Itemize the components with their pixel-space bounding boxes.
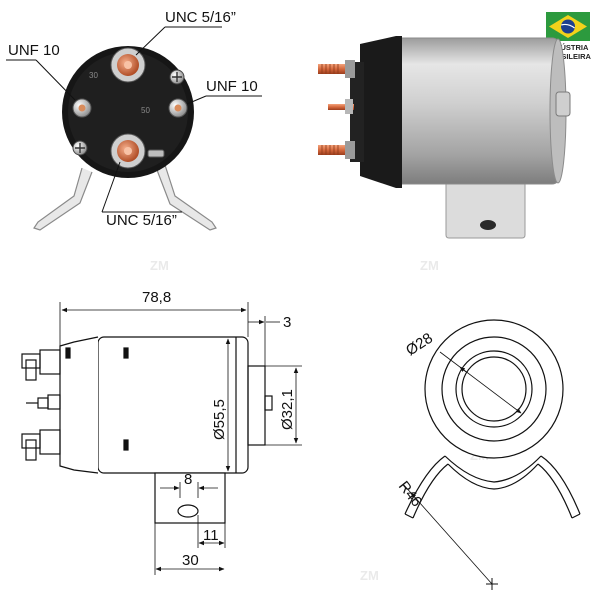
brazil-badge: INDÚSTRIA BRASILEIRA bbox=[545, 12, 591, 61]
leader-line bbox=[135, 26, 166, 56]
dim-boss-diameter: Ø32,1 bbox=[279, 389, 296, 430]
solenoid-side-view bbox=[318, 36, 571, 239]
watermark-text: ZM bbox=[360, 568, 379, 583]
leader-line bbox=[186, 95, 207, 105]
end-bore bbox=[455, 350, 533, 428]
dim-line-bore bbox=[439, 351, 522, 414]
terminal-end-view: 30 50 UNC 5/16” UNF 10 UNF 10 UNC 5/16” bbox=[6, 9, 262, 231]
dim-bore-diameter: Ø28 bbox=[403, 330, 436, 360]
dim-rear-step: 3 bbox=[283, 314, 291, 331]
label-unc-top: UNC 5/16” bbox=[165, 9, 236, 26]
bracket-outline-right bbox=[540, 455, 581, 515]
rear-boss bbox=[555, 91, 571, 117]
dim-bracket-offset: 11 bbox=[203, 527, 219, 544]
dim-bracket-radius: R46 bbox=[395, 478, 425, 510]
dim-body-diameter: Ø55,5 bbox=[211, 399, 228, 440]
small-copper-stud bbox=[328, 104, 354, 110]
bracket-leg-left bbox=[33, 167, 93, 231]
drawing-upper-stud bbox=[39, 349, 61, 375]
leader-line bbox=[35, 59, 76, 101]
side-dimension-labels: 78,8 3 Ø55,5 Ø32,1 8 11 30 bbox=[142, 289, 296, 569]
drawing-bracket bbox=[154, 472, 226, 524]
dim-bracket-width: 30 bbox=[182, 552, 199, 569]
label-unf-right: UNF 10 bbox=[206, 78, 258, 95]
dim-bracket-slot: 8 bbox=[184, 471, 192, 488]
bracket-outline-left bbox=[404, 455, 446, 515]
end-dimension-labels: Ø28 R46 bbox=[395, 330, 436, 511]
leader-line bbox=[101, 161, 121, 213]
upper-copper-stud bbox=[318, 64, 354, 74]
end-body-circle bbox=[424, 319, 564, 459]
watermark-text: ZM bbox=[150, 258, 169, 273]
terminal-tab bbox=[147, 149, 165, 158]
post-mark-30: 30 bbox=[89, 71, 98, 80]
drawing-small-stud bbox=[47, 394, 61, 410]
terminal-cap-side bbox=[360, 36, 402, 188]
drawing-rear-boss bbox=[247, 365, 266, 446]
watermark-text: ZM bbox=[420, 258, 439, 273]
bracket-leg-right bbox=[156, 164, 217, 231]
dim-length: 78,8 bbox=[142, 289, 171, 306]
side-dimension-drawing bbox=[21, 302, 302, 575]
post-mark-50: 50 bbox=[141, 106, 150, 115]
label-unf-left: UNF 10 bbox=[8, 42, 60, 59]
badge-line-2: BRASILEIRA bbox=[545, 52, 591, 61]
lower-copper-stud bbox=[318, 145, 354, 155]
badge-line-1: INDÚSTRIA bbox=[548, 43, 589, 52]
end-dimension-drawing bbox=[402, 319, 581, 590]
solenoid-can bbox=[387, 37, 561, 185]
drawing-lower-stud bbox=[39, 429, 61, 455]
mount-hole bbox=[480, 220, 496, 230]
label-unc-bottom: UNC 5/16” bbox=[106, 212, 177, 229]
